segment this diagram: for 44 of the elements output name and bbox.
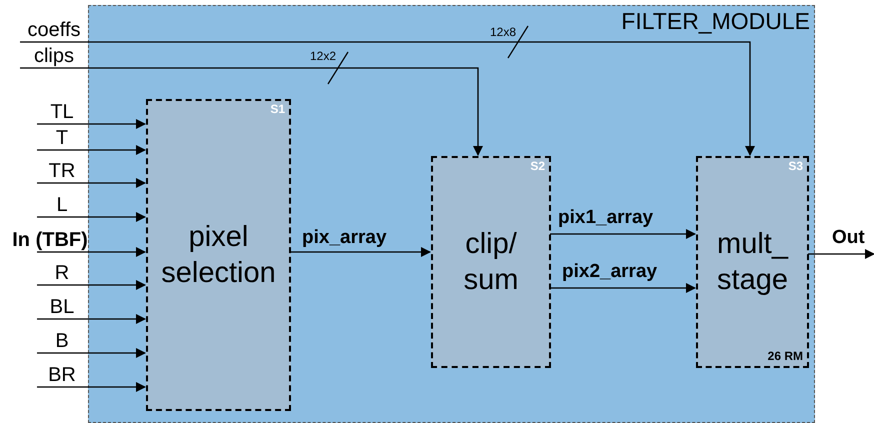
signal-arrow <box>37 247 146 257</box>
stage-block <box>696 156 809 368</box>
stage-tag: S3 <box>788 160 803 172</box>
edge-label: Out <box>832 228 865 247</box>
signal-name: clips <box>34 46 74 68</box>
signal-name: L <box>56 195 68 217</box>
signal-name: R <box>54 263 70 285</box>
signal-arrow <box>37 212 146 222</box>
signal-arrow <box>808 249 874 259</box>
signal-name: T <box>56 128 68 150</box>
module-title: FILTER_MODULE <box>621 10 810 33</box>
bus-width-label: 12x2 <box>310 50 336 62</box>
block-label: pixel selection <box>160 220 277 291</box>
signal-arrow <box>37 145 146 155</box>
signal-name: TL <box>50 102 74 124</box>
signal-name: TR <box>48 161 76 183</box>
block-label: clip/ sum <box>462 226 520 298</box>
signal-arrow <box>37 314 146 324</box>
signal-arrow <box>37 119 146 129</box>
bus-width-label: 12x8 <box>490 26 516 38</box>
edge-label: pix1_array <box>558 208 654 227</box>
edge-label: pix2_array <box>562 262 658 281</box>
signal-name: coeffs <box>28 20 80 42</box>
stage-tag: S1 <box>270 103 285 115</box>
module-container <box>88 5 815 423</box>
signal-arrow <box>290 247 431 257</box>
block-label: mult_ stage <box>716 226 790 298</box>
signal-name: BR <box>48 365 76 387</box>
edge-label: pix_array <box>302 228 387 247</box>
stage-block <box>146 99 291 411</box>
signal-name: B <box>55 331 69 353</box>
stage-tag: S2 <box>530 160 545 172</box>
signal-arrow <box>37 178 146 188</box>
signal-name: In (TBF) <box>12 230 88 252</box>
signal-arrow <box>550 229 696 239</box>
resource-note: 26 RM <box>768 350 803 362</box>
signal-arrow <box>20 67 483 156</box>
signal-arrow <box>37 382 146 392</box>
signal-name: BL <box>50 297 74 319</box>
signal-arrow <box>550 283 696 293</box>
signal-arrow <box>37 280 146 290</box>
signal-arrow <box>20 41 755 156</box>
signal-arrow <box>37 348 146 358</box>
stage-block <box>431 156 551 368</box>
